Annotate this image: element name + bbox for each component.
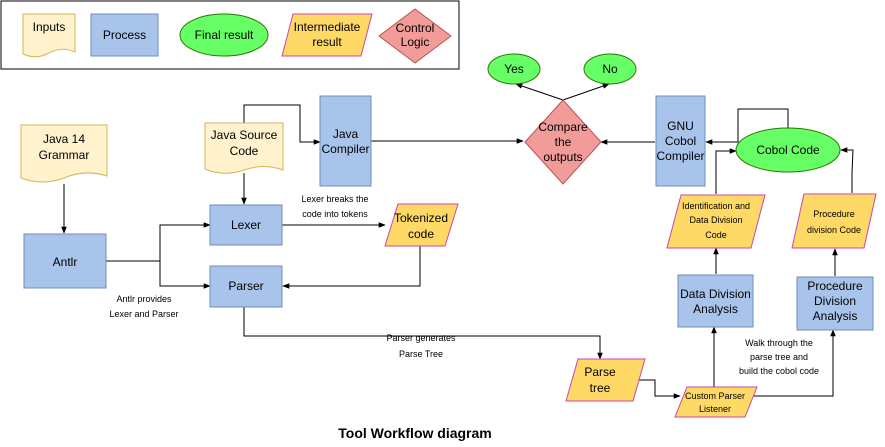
edge-proccode-cobolcode	[840, 147, 854, 193]
legend-control-logic: Control Logic	[378, 8, 452, 64]
legend-final-result: Final result	[179, 13, 269, 57]
compare-line1: Compare	[538, 120, 588, 134]
lexer-note-line1: Lexer breaks the	[301, 194, 368, 204]
cobol-code-node: Cobol Code	[735, 127, 841, 173]
ident-line2: Data Division	[689, 215, 742, 225]
connectors	[61, 83, 854, 399]
legend-intermediate-line2: result	[312, 35, 342, 49]
lexer-note-line2: code into tokens	[302, 209, 368, 219]
antlr-note-line2: Lexer and Parser	[109, 309, 178, 319]
listener-line1: Custom Parser	[685, 391, 745, 401]
edge-parsetree-listener	[633, 379, 681, 399]
parser-note-line1: Parser generates	[386, 333, 456, 343]
annotation-antlr: Antlr provides Lexer and Parser	[109, 294, 178, 319]
procedure-division-analysis-node: Procedure Division Analysis	[796, 276, 874, 331]
ident-line1: Identification and	[682, 201, 750, 211]
annotation-lexer: Lexer breaks the code into tokens	[301, 194, 368, 219]
edge-compare-yes	[515, 83, 564, 101]
listener-line2: Listener	[699, 404, 731, 414]
legend-control-line2: Logic	[401, 35, 430, 49]
antlr-label: Antlr	[53, 255, 78, 269]
custom-parser-listener-node: Custom Parser Listener	[674, 386, 758, 418]
java-grammar-line1: Java 14	[43, 132, 85, 146]
edge-cobolcode-gnu	[705, 108, 789, 145]
compare-line3: outputs	[543, 150, 582, 164]
legend-inputs-label: Inputs	[33, 20, 66, 34]
java-grammar-node: Java 14 Grammar	[20, 124, 108, 183]
data-division-analysis-node: Data Division Analysis	[677, 274, 754, 328]
compare-outputs-node: Compare the outputs	[524, 99, 602, 185]
parser-note-line2: Parse Tree	[399, 349, 443, 359]
legend-intermediate-result: Intermediate result	[281, 13, 373, 57]
edge-parser-parsetree	[243, 307, 603, 360]
cobol-code-label: Cobol Code	[756, 143, 820, 157]
tokenized-line1: Tokenized	[394, 211, 448, 225]
antlr-node: Antlr	[23, 233, 107, 289]
yes-label: Yes	[504, 62, 524, 76]
parser-node: Parser	[209, 265, 283, 308]
legend-inputs: Inputs	[22, 13, 76, 58]
java-source-node: Java Source Code	[204, 122, 284, 174]
data-div-line2: Analysis	[693, 302, 738, 316]
walk-note-line1: Walk through the	[745, 338, 813, 348]
lexer-node: Lexer	[209, 204, 283, 246]
proc-code-line1: Procedure	[813, 209, 855, 219]
legend-process: Process	[90, 13, 159, 57]
compare-line2: the	[555, 135, 572, 149]
antlr-note-line1: Antlr provides	[116, 294, 172, 304]
procedure-division-code-node: Procedure division Code	[791, 193, 877, 249]
annotation-parser: Parser generates Parse Tree	[386, 333, 456, 359]
parse-tree-line1: Parse	[584, 365, 616, 379]
parse-tree-node: Parse tree	[565, 358, 646, 402]
java-compiler-node: Java Compiler	[319, 95, 372, 187]
edge-listener-procdiv	[745, 329, 836, 397]
no-label: No	[602, 62, 618, 76]
java-compiler-line2: Compiler	[321, 142, 369, 156]
java-grammar-line2: Grammar	[39, 148, 90, 162]
edge-antlr-lexer	[106, 222, 211, 262]
parse-tree-line2: tree	[590, 381, 611, 395]
no-node: No	[583, 53, 637, 85]
gnu-cobol-compiler-node: GNU Cobol Compiler	[655, 95, 706, 187]
annotation-walk: Walk through the parse tree and build th…	[739, 338, 819, 376]
tokenized-line2: code	[408, 227, 434, 241]
gnu-line3: Compiler	[656, 149, 704, 163]
diagram-title: Tool Workflow diagram	[338, 425, 492, 441]
legend-process-label: Process	[103, 28, 146, 42]
parser-label: Parser	[228, 279, 263, 293]
lexer-label: Lexer	[231, 218, 261, 232]
edge-ident-cobolcode	[715, 148, 737, 194]
legend-control-line1: Control	[396, 21, 435, 35]
java-source-line2: Code	[230, 144, 259, 158]
yes-node: Yes	[487, 53, 541, 85]
data-div-line1: Data Division	[680, 287, 751, 301]
legend-intermediate-line1: Intermediate	[294, 20, 361, 34]
proc-div-line1: Procedure	[807, 279, 863, 293]
java-source-line1: Java Source	[211, 128, 278, 142]
edge-antlr-parser	[159, 261, 211, 289]
edge-tokenized-parser	[282, 246, 421, 289]
proc-code-line2: division Code	[807, 225, 861, 235]
proc-div-line3: Analysis	[813, 309, 858, 323]
walk-note-line2: parse tree and	[750, 352, 808, 362]
gnu-line1: GNU	[667, 119, 694, 133]
gnu-line2: Cobol	[665, 134, 696, 148]
java-compiler-line1: Java	[333, 127, 359, 141]
proc-div-line2: Division	[814, 294, 856, 308]
tokenized-code-node: Tokenized code	[384, 203, 459, 247]
ident-line3: Code	[705, 230, 727, 240]
walk-note-line3: build the cobol code	[739, 366, 819, 376]
edge-compare-no	[562, 83, 610, 101]
ident-data-division-code-node: Identification and Data Division Code	[666, 194, 766, 249]
legend-final-result-label: Final result	[195, 28, 254, 42]
edge-source-compiler	[243, 104, 321, 145]
